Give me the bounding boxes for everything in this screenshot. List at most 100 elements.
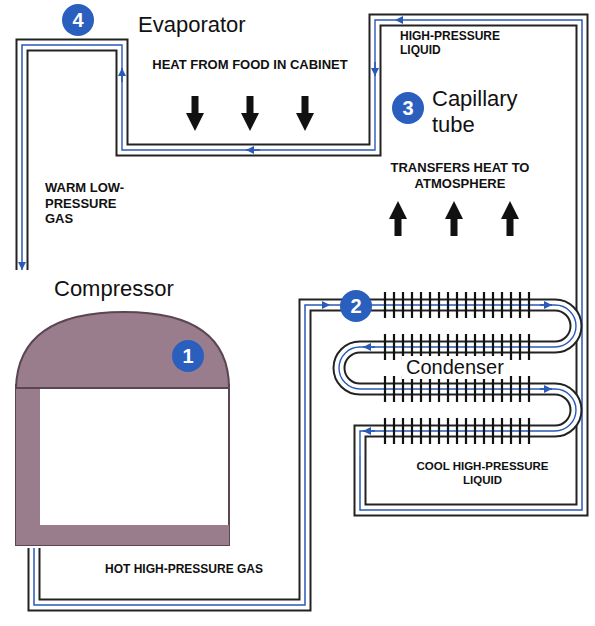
flow-label: HIGH-PRESSURE LIQUID — [400, 29, 540, 58]
condenser-fin — [411, 418, 413, 444]
condenser-fin — [465, 292, 467, 318]
callout-number: 1 — [172, 340, 204, 372]
condenser-fin — [438, 292, 440, 318]
condenser-fin — [456, 376, 458, 402]
condenser-fin — [528, 292, 530, 318]
flow-label: WARM LOW-PRESSURE GAS — [45, 180, 137, 227]
heat-arrow — [451, 210, 458, 236]
flow-label: TRANSFERS HEAT TO ATMOSPHERE — [345, 160, 575, 191]
compressor-dome — [16, 312, 229, 388]
condenser-fin — [411, 292, 413, 318]
callout-number: 3 — [392, 92, 424, 124]
pipe-bore — [22, 45, 100, 270]
heat-in-arrow — [192, 96, 199, 122]
condenser-fin — [429, 376, 431, 402]
condenser-fin — [456, 418, 458, 444]
condenser-fin — [393, 376, 395, 402]
condenser-fin — [465, 418, 467, 444]
condenser-fin — [438, 418, 440, 444]
condenser-fin — [393, 418, 395, 444]
pipe-bore — [100, 20, 395, 150]
condenser-fin — [519, 418, 521, 444]
condenser-fin — [420, 376, 422, 402]
condenser-fin — [384, 334, 386, 360]
condenser-fin — [528, 376, 530, 402]
condenser-fin — [474, 292, 476, 318]
condenser-fin — [483, 418, 485, 444]
flow-arrow — [363, 346, 375, 348]
refrigerant-pipe — [22, 45, 100, 270]
flow-arrow — [540, 388, 552, 390]
callout-number: 2 — [340, 290, 372, 322]
condenser-fin — [492, 376, 494, 402]
condenser-fin — [447, 292, 449, 318]
condenser-fin — [519, 292, 521, 318]
condenser-fin — [384, 376, 386, 402]
pipe-outline — [330, 305, 576, 455]
compressor-body — [16, 385, 229, 545]
compressor-wall — [16, 385, 40, 545]
condenser-fin — [501, 418, 503, 444]
flow-arrow — [363, 430, 375, 432]
condenser-fin — [438, 376, 440, 402]
condenser-fin — [528, 334, 530, 360]
flow-arrow — [374, 62, 376, 76]
node-title: Compressor — [54, 276, 174, 301]
condenser-fin — [519, 376, 521, 402]
condenser-fin — [384, 292, 386, 318]
pipe-bore — [330, 305, 576, 455]
flow-arrow — [121, 68, 123, 82]
condenser-fin — [402, 418, 404, 444]
condenser-fin — [402, 292, 404, 318]
condenser-fin — [492, 418, 494, 444]
flow-line — [330, 305, 576, 455]
evaporator-coil: EvaporatorHEAT FROM FOOD IN CABINET — [100, 12, 395, 162]
flow-arrow — [540, 304, 552, 306]
node-note: HEAT FROM FOOD IN CABINET — [140, 58, 360, 73]
condenser-fin — [411, 376, 413, 402]
condenser-fin — [501, 292, 503, 318]
condenser-fin — [510, 334, 512, 360]
node-shape — [14, 270, 234, 548]
condenser-fin — [465, 376, 467, 402]
node-title: Evaporator — [138, 12, 246, 37]
condenser-fin — [474, 376, 476, 402]
flow-label: Capillary tube — [432, 86, 537, 139]
heat-in-arrow — [302, 96, 309, 122]
heat-arrow — [507, 210, 514, 236]
heat-out-arrows — [398, 210, 510, 236]
pipe-outline — [22, 45, 100, 270]
heat-arrow — [395, 210, 402, 236]
condenser-fin — [447, 376, 449, 402]
compressor-base — [16, 525, 229, 545]
pipe-outline — [100, 20, 395, 150]
condenser-fin — [393, 334, 395, 360]
condenser-fin — [474, 418, 476, 444]
condenser-fin — [483, 292, 485, 318]
condenser-fin — [510, 418, 512, 444]
flow-label: COOL HIGH-PRESSURE LIQUID — [400, 460, 565, 488]
condenser-fin — [420, 292, 422, 318]
condenser-fin — [528, 418, 530, 444]
condenser-fin — [510, 376, 512, 402]
condenser-fin — [501, 376, 503, 402]
condenser-fin — [429, 418, 431, 444]
condenser-fin — [519, 334, 521, 360]
flow-line — [22, 45, 100, 270]
condenser-fin — [456, 292, 458, 318]
condenser-fin — [402, 376, 404, 402]
condenser-fin — [393, 292, 395, 318]
condenser-fin — [429, 292, 431, 318]
condenser-fin — [447, 418, 449, 444]
flow-arrow — [246, 149, 260, 151]
compressor-unit: Compressor — [14, 270, 234, 548]
heat-in-arrow — [247, 96, 254, 122]
condenser-fin — [420, 418, 422, 444]
callout-number: 4 — [62, 4, 94, 36]
condenser-fin — [510, 292, 512, 318]
condenser-fin — [483, 376, 485, 402]
flow-label: HOT HIGH-PRESSURE GAS — [105, 562, 265, 576]
condenser-fin — [492, 292, 494, 318]
node-title: Condenser — [402, 356, 508, 379]
